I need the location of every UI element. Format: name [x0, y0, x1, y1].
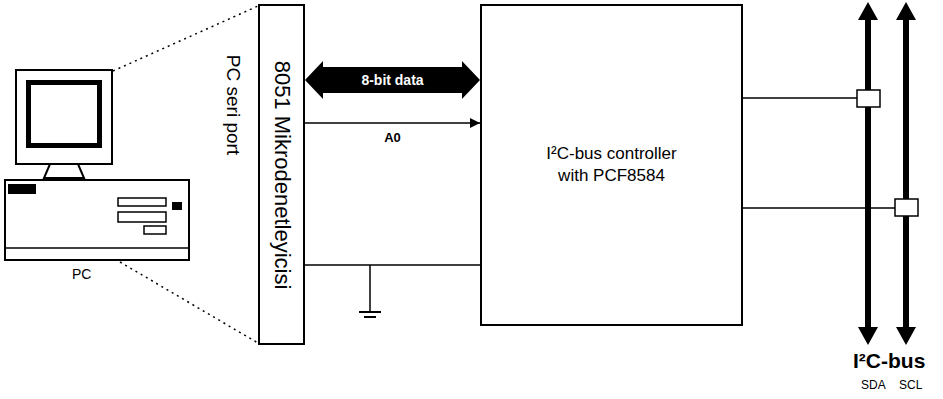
port-label: PC seri port [222, 55, 244, 155]
scl-wire [743, 207, 895, 209]
address-line [305, 122, 480, 124]
drive-slot [144, 226, 166, 234]
signal-name: SCL [899, 378, 922, 392]
label-holder: PC [72, 266, 91, 282]
ground-wire [369, 265, 371, 312]
computer-case [5, 180, 189, 260]
bus-tap [895, 199, 918, 216]
computer-label: PC [72, 266, 91, 282]
monitor-bezel [26, 80, 102, 148]
box-text: 8051 Mikrodenetleyicisi [267, 60, 296, 289]
monitor-case [16, 70, 112, 164]
connector-label: 8-bit data [361, 72, 423, 88]
sda-bus-line [858, 2, 878, 345]
sda-wire [743, 97, 858, 99]
signal-name: SDA [861, 378, 886, 392]
ground-symbol [359, 311, 381, 313]
case-badge [8, 184, 36, 194]
floppy-slot [118, 212, 166, 222]
microcontroller-box: 8051 Mikrodenetleyicisi [258, 4, 305, 345]
data-bus-arrow [305, 61, 480, 99]
box-text: I²C-bus controller with PCF8584 [532, 143, 692, 187]
label-holder: I²C-bus [853, 349, 925, 373]
floppy-slot [118, 198, 166, 206]
ground-line [305, 264, 480, 266]
monitor-stand [44, 164, 84, 178]
bus-name: I²C-bus [853, 349, 925, 373]
monitor-screen [31, 85, 97, 143]
zoom-line [120, 262, 258, 343]
label-holder: SCL [899, 378, 922, 392]
label-holder: SDA [861, 378, 886, 392]
scl-bus-line [896, 2, 916, 345]
bus-tap [857, 90, 880, 107]
connector-label: A0 [384, 130, 401, 145]
case-line [5, 247, 189, 249]
controller-box: I²C-bus controller with PCF8584 [480, 4, 743, 326]
ground-symbol [364, 316, 376, 318]
power-button [172, 202, 182, 210]
